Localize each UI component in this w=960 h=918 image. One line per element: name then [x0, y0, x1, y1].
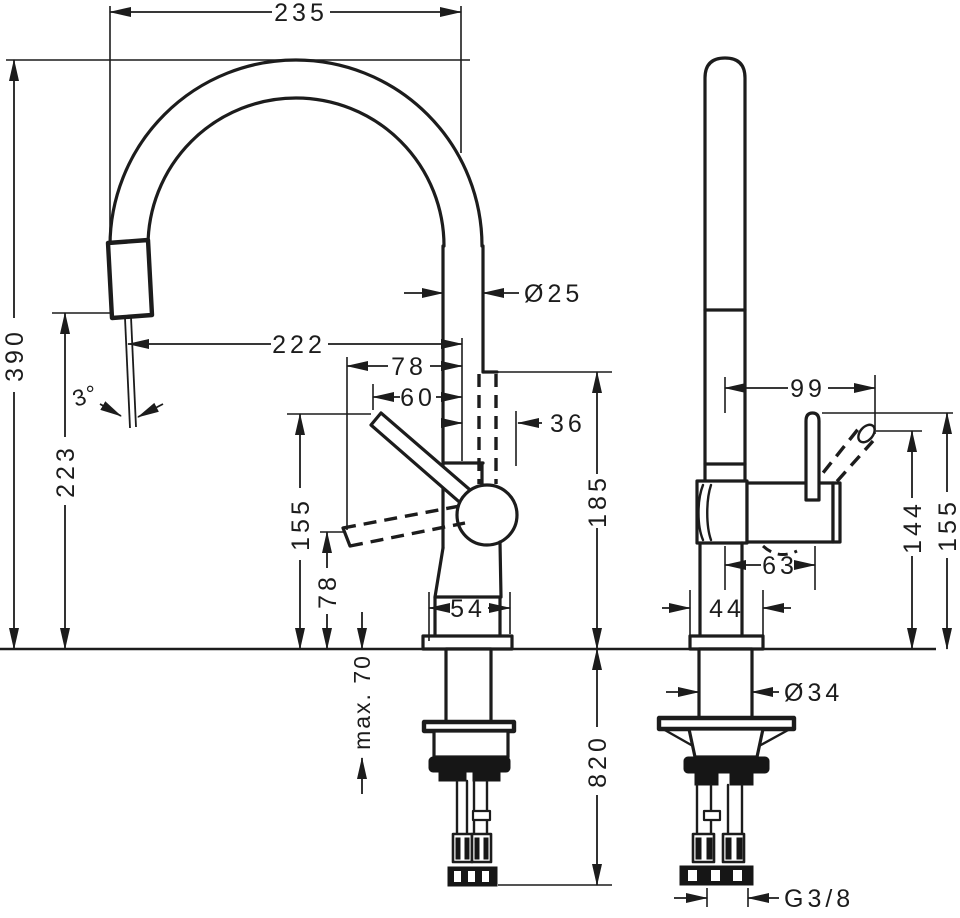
handle-down-dashed-bottom: [349, 521, 466, 548]
dim-handle-up-reach: 60: [372, 384, 463, 412]
dim-label-235: 235: [274, 0, 328, 27]
dim-label-99: 99: [790, 375, 826, 403]
dim-label-155-front: 155: [287, 497, 315, 551]
side-base-flange: [688, 634, 765, 651]
dim-label-36: 36: [550, 410, 586, 438]
dim-outlet-height: 223: [52, 312, 110, 650]
dim-label-g38: G3/8: [784, 885, 854, 913]
dim-label-63: 63: [762, 552, 798, 580]
base-flange: [421, 634, 514, 651]
dim-shank-diameter: Ø34: [666, 679, 843, 707]
mounting-nut: [428, 756, 511, 773]
ball-joint: [455, 483, 519, 547]
dim-handle-low-height: 78: [314, 531, 344, 650]
hose-collar-left: [438, 771, 467, 782]
dim-handle-back-reach: 78: [346, 353, 463, 530]
dimensions-side: 99 63 144 155 44: [662, 375, 960, 913]
dim-label-78h: 78: [391, 353, 427, 381]
dim-overall-height: 390: [1, 59, 470, 650]
side-view: [656, 56, 876, 886]
dim-label-34: Ø34: [784, 679, 843, 707]
dim-label-3deg: 3°: [69, 379, 102, 412]
side-column: [703, 56, 747, 481]
spout-outlet: [105, 237, 155, 321]
side-body: [695, 479, 749, 545]
water-stream-line-1: [124, 317, 131, 429]
dim-spout-reach: 222: [127, 331, 463, 359]
dim-base-depth: 44: [662, 590, 791, 645]
side-hose-clip: [702, 809, 722, 822]
dim-max-counter-thickness: max. 70: [349, 612, 375, 794]
spout-inner-arc: [146, 96, 446, 248]
handle-sweep-dashed: [761, 544, 798, 557]
dim-label-54: 54: [450, 595, 486, 623]
side-mounting-plate: [656, 715, 797, 732]
body-taper-left: [433, 546, 445, 599]
side-hose-collar-left: [694, 772, 719, 786]
dim-label-155-side: 155: [934, 498, 960, 552]
dim-thread-size: G3/8: [674, 885, 854, 913]
side-hose-collar-right: [729, 772, 754, 786]
side-handle-dashed-1: [808, 426, 861, 491]
dim-spout-width: 235: [109, 0, 462, 242]
spout-outer-arc: [108, 58, 484, 248]
body-taper-right: [498, 540, 503, 599]
hose-collar-right: [472, 771, 501, 782]
dim-handle-front-reach: 36: [441, 338, 586, 466]
dim-handle-offset: 63: [724, 546, 816, 590]
dim-stream-angle: 3°: [69, 379, 164, 418]
dim-base-width: 54: [428, 592, 511, 641]
dim-label-185: 185: [584, 474, 612, 528]
housing-cap: [831, 481, 842, 544]
dim-body-height: 185: [498, 371, 612, 650]
dim-label-78v: 78: [314, 573, 342, 609]
dimensions-front: 235 390 223 3° 222: [1, 0, 612, 886]
dim-label-820: 820: [584, 734, 612, 788]
dim-label-max70: max. 70: [349, 654, 375, 750]
hose-clip: [471, 809, 492, 822]
dim-handle-reach: 99: [724, 375, 876, 434]
side-shank: [697, 647, 754, 720]
dim-handle-top-height: 155: [287, 413, 371, 650]
dim-label-144: 144: [899, 500, 927, 554]
body-contour-2: [706, 483, 713, 542]
dim-label-222: 222: [272, 331, 326, 359]
dim-handle-top-height-side: 155: [822, 412, 960, 650]
side-handle: [804, 411, 821, 502]
water-stream-line-2: [130, 316, 137, 428]
dim-hose-length: 820: [498, 648, 612, 886]
dim-label-25: Ø25: [524, 280, 583, 308]
dim-label-44: 44: [709, 595, 745, 623]
body-contour-1: [697, 483, 705, 542]
mounting-shank: [444, 647, 493, 724]
front-view: [105, 58, 519, 887]
side-mounting-nut: [683, 756, 770, 774]
dim-handle-tip-height: 144: [876, 430, 927, 650]
dim-label-390: 390: [1, 328, 29, 382]
handle-down-endcap: [341, 526, 352, 548]
side-wedge-block: [687, 727, 765, 759]
side-handle-tip: [857, 423, 876, 444]
dim-label-60: 60: [400, 384, 436, 412]
wedge-block: [432, 729, 510, 759]
dim-label-223: 223: [52, 444, 80, 498]
dim-spout-diameter: Ø25: [404, 280, 583, 308]
